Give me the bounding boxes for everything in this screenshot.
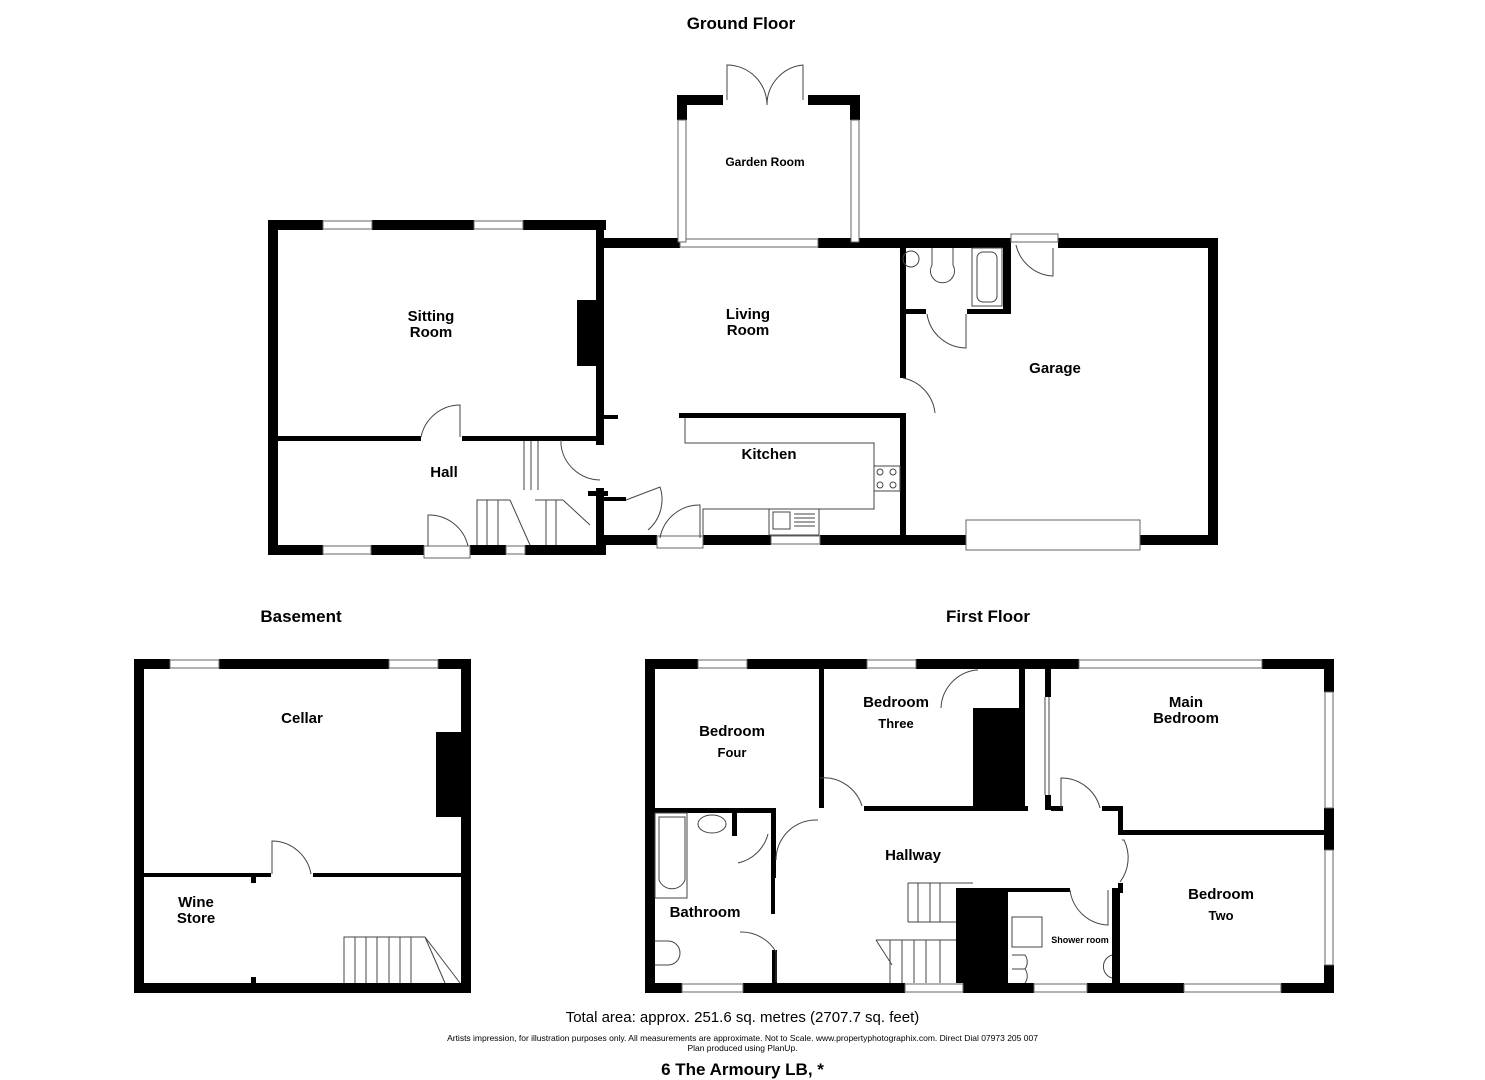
room-main-bedroom: Main Bedroom (1153, 694, 1219, 727)
walls (134, 95, 1334, 993)
room-sitting-room: Sitting Room (407, 308, 455, 341)
room-bedroom-two: Bedroom Two (1188, 886, 1254, 923)
total-area: Total area: approx. 251.6 sq. metres (27… (565, 1009, 920, 1026)
room-cellar: Cellar (281, 710, 323, 727)
ground-floor-title: Ground Floor (686, 14, 796, 33)
first-floor-title: First Floor (945, 607, 1031, 626)
room-garden-room: Garden Room (725, 155, 805, 169)
room-shower-room: Shower room (1051, 935, 1109, 945)
room-living-room: Living Room (725, 306, 771, 339)
disclaimer-line-2: Plan produced using PlanUp. (687, 1043, 798, 1053)
room-wine-store: Wine Store (176, 894, 216, 927)
disclaimer-line-1: Artists impression, for illustration pur… (447, 1033, 1038, 1043)
room-bathroom: Bathroom (669, 904, 741, 921)
property-address: 6 The Armoury LB, * (661, 1060, 824, 1079)
room-hall: Hall (430, 464, 458, 481)
room-garage: Garage (1029, 360, 1081, 377)
room-kitchen: Kitchen (741, 446, 797, 463)
fixtures (271, 64, 1129, 984)
room-bedroom-three: Bedroom Three (863, 694, 929, 731)
disclaimer: Artists impression, for illustration pur… (0, 1033, 1485, 1053)
windows (169, 119, 1334, 993)
room-bedroom-four: Bedroom Four (699, 723, 765, 760)
basement-title: Basement (260, 607, 342, 626)
room-hallway: Hallway (885, 847, 941, 864)
